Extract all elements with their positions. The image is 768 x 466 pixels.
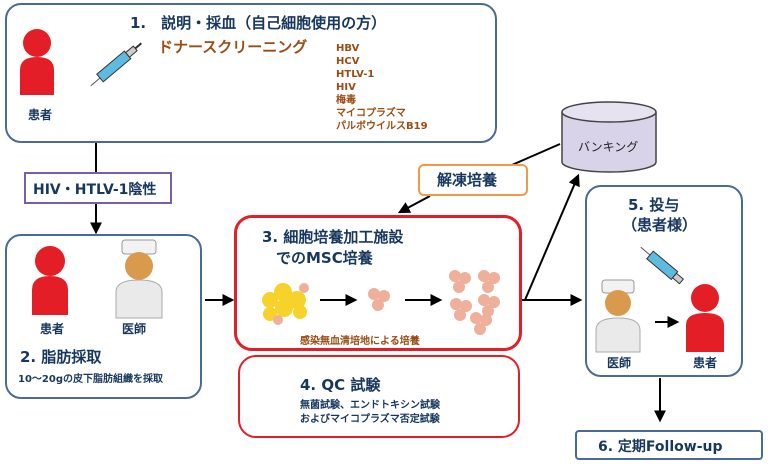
step3-desc: 感染無血清培地による培養 <box>300 336 420 347</box>
thaw-label-box <box>418 164 528 196</box>
test-item: HTLV-1 <box>336 69 375 80</box>
step1-subtitle: ドナースクリーニング <box>158 38 308 56</box>
syringe-icon <box>90 42 143 87</box>
step6-title: 6. 定期Follow-up <box>598 439 723 455</box>
test-item: パルボウイルスB19 <box>336 121 428 132</box>
test-item: 梅毒 <box>336 95 356 106</box>
step4-desc-line1: 無菌試験、エンドトキシン試験 <box>300 400 440 411</box>
patient-icon <box>32 246 68 315</box>
patient-icon <box>686 284 724 352</box>
step4-desc-line2: およびマイコプラズマ否定試験 <box>300 414 440 425</box>
step2-patient-label: 患者 <box>40 322 65 336</box>
patient-icon <box>20 29 54 95</box>
fat-tissue-icon <box>262 283 309 325</box>
step2-box <box>5 234 202 399</box>
step5-doctor-label: 医師 <box>607 356 632 370</box>
test-item: マイコプラズマ <box>336 108 406 119</box>
syringe-icon <box>640 246 685 285</box>
step4-box <box>238 355 520 438</box>
step3-box <box>234 215 522 351</box>
arrow-to-banking <box>524 173 580 301</box>
step2-title: 2. 脂肪採取 <box>20 348 102 366</box>
step5-title-line2: （患者様） <box>622 216 698 234</box>
screening-tests-list: HBV HCV HTLV-1 HIV 梅毒 マイコプラズマ パルボウイルスB19 <box>336 42 428 133</box>
step4-title: 4. QC 試験 <box>300 376 381 394</box>
step2-desc: 10～20gの皮下脂肪組織を採取 <box>18 374 163 385</box>
step6-box <box>575 430 763 460</box>
step2-doctor-label: 医師 <box>122 322 147 336</box>
doctor-icon <box>115 239 163 319</box>
test-item: HIV <box>336 82 356 93</box>
step3-title-line2: でのMSC培養 <box>276 249 373 267</box>
test-item: HCV <box>336 56 360 67</box>
thaw-label: 解凍培養 <box>437 171 498 189</box>
step1-patient-label: 患者 <box>28 108 53 122</box>
step3-title-line1: 3. 細胞培養加工施設 <box>262 228 404 246</box>
step5-title-line1: 5. 投与 <box>628 196 680 214</box>
step5-patient-label: 患者 <box>693 356 718 370</box>
doctor-icon <box>595 279 641 353</box>
step1-title: 1. 説明・採血（自己細胞使用の方） <box>130 14 387 32</box>
hiv-negative-label: HIV・HTLV-1陰性 <box>33 182 157 198</box>
step1-box <box>5 3 497 143</box>
banking-label: バンキング <box>578 140 639 154</box>
expanded-cells-icon <box>449 270 500 335</box>
arrow-thaw-to-step3 <box>397 195 431 214</box>
cell-cluster-icon <box>368 288 390 311</box>
test-item: HBV <box>336 43 360 54</box>
hiv-negative-label-box <box>24 172 172 204</box>
